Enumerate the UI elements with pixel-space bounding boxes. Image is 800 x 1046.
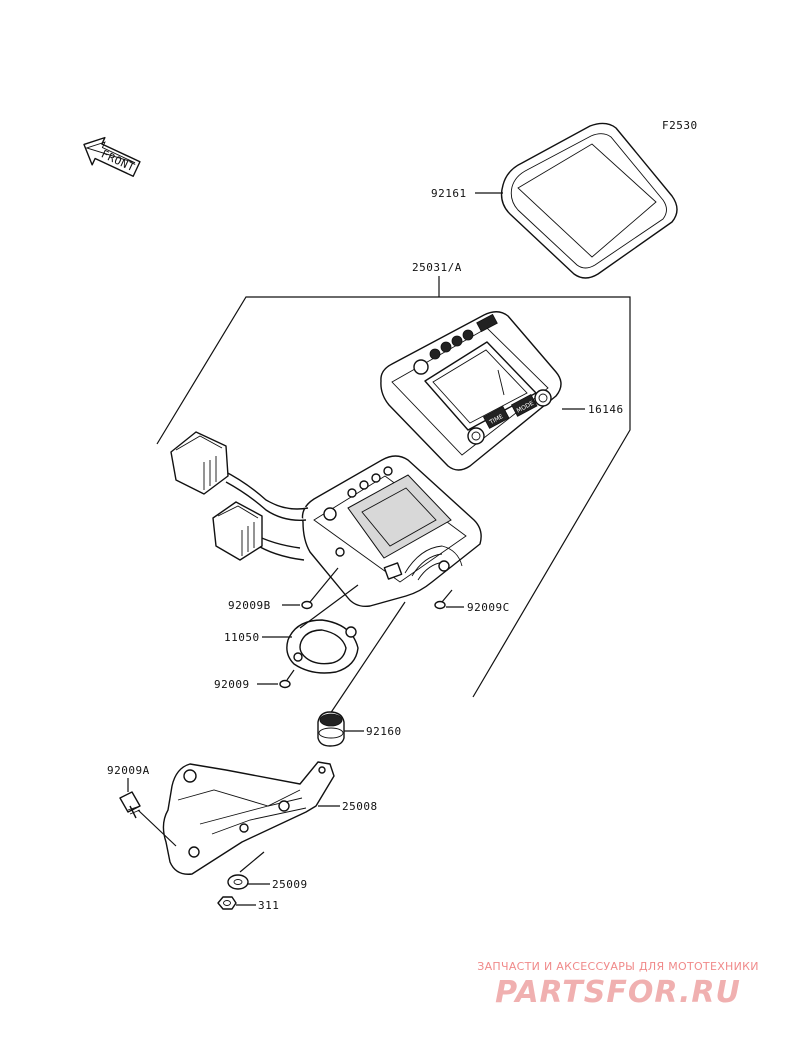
callout-92009: 92009	[214, 678, 250, 691]
ring-bracket-11050	[286, 584, 359, 674]
bolt-92009a	[119, 791, 177, 847]
callout-25008: 25008	[342, 800, 378, 813]
meter-bezel-92161	[500, 122, 678, 279]
washer-25009	[227, 851, 265, 890]
callout-311: 311	[258, 899, 279, 912]
callout-92161: 92161	[431, 187, 467, 200]
watermark-tagline: ЗАПЧАСТИ И АКСЕССУАРЫ ДЛЯ МОТОТЕХНИКИ	[477, 960, 759, 973]
screw-92009c	[434, 589, 453, 610]
front-direction-arrow: FRONT	[83, 136, 141, 177]
callout-25031a: 25031/A	[412, 261, 462, 274]
mounting-bracket-25008	[162, 761, 335, 875]
watermark: ЗАПЧАСТИ И АКСЕССУАРЫ ДЛЯ МОТОТЕХНИКИ PA…	[458, 960, 778, 1010]
nut-311	[217, 896, 237, 910]
callout-11050: 11050	[224, 631, 260, 644]
watermark-brand: PARTSFOR.RU	[495, 975, 741, 1010]
callout-92009c: 92009C	[467, 601, 510, 614]
wiring-harness	[170, 431, 309, 561]
assembly-bracket-25031a	[156, 296, 631, 698]
meter-cover-16146: TIME MODE	[380, 311, 562, 471]
callout-92160: 92160	[366, 725, 402, 738]
callout-16146: 16146	[588, 403, 624, 416]
screw-92009b	[301, 567, 339, 610]
meter-body	[301, 455, 482, 608]
callout-92009a: 92009A	[107, 764, 150, 777]
grommet-92160	[317, 601, 406, 747]
callout-25009: 25009	[272, 878, 308, 891]
screw-92009	[279, 669, 295, 689]
callout-92009b: 92009B	[228, 599, 271, 612]
figure-code: F2530	[662, 119, 698, 132]
